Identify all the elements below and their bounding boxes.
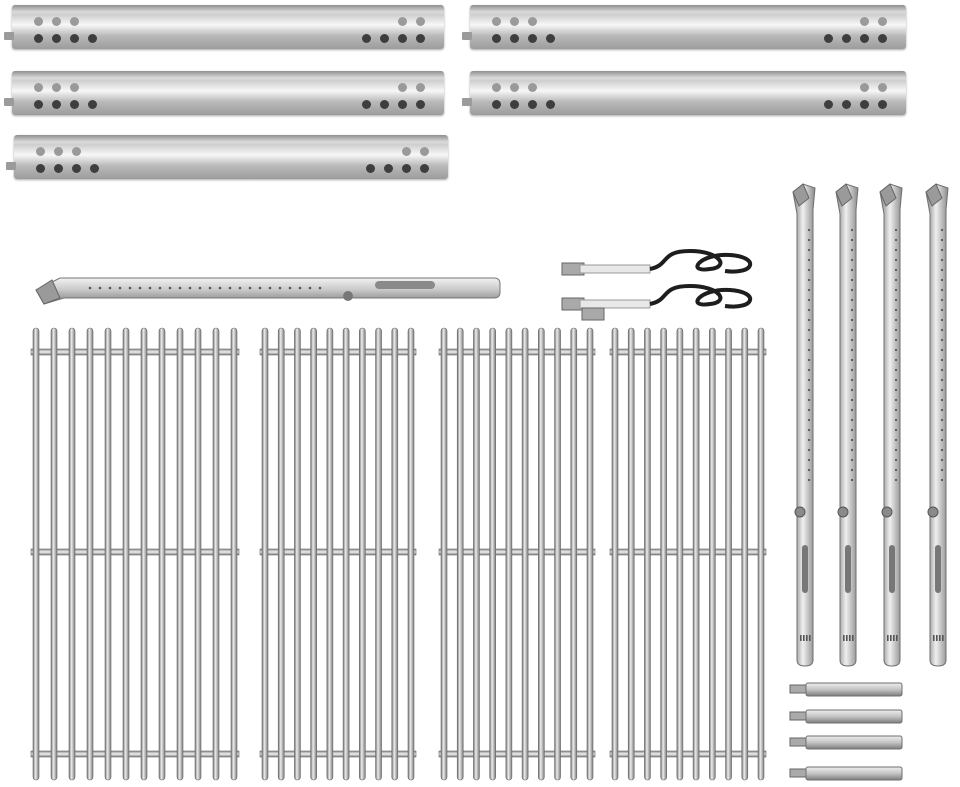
grate-1 [30, 327, 240, 781]
ignitor-wire-2 [561, 283, 753, 321]
heat-plate-2 [462, 5, 906, 49]
crossover-tube-4 [789, 766, 903, 781]
crossover-tube-1 [789, 682, 903, 697]
ignitor-wire-1 [561, 248, 753, 276]
vertical-burner-tube-4 [925, 183, 949, 667]
grate-3 [438, 327, 596, 781]
long-burner-tube [35, 277, 501, 305]
vertical-burner-tube-2 [835, 183, 859, 667]
heat-plate-4 [462, 71, 906, 115]
heat-plate-3 [4, 71, 444, 115]
grate-2 [259, 327, 417, 781]
heat-plate-1 [4, 5, 444, 49]
heat-plate-5 [6, 135, 448, 179]
crossover-tube-2 [789, 709, 903, 724]
grate-4 [609, 327, 767, 781]
vertical-burner-tube-3 [879, 183, 903, 667]
crossover-tube-3 [789, 735, 903, 750]
vertical-burner-tube-1 [792, 183, 816, 667]
